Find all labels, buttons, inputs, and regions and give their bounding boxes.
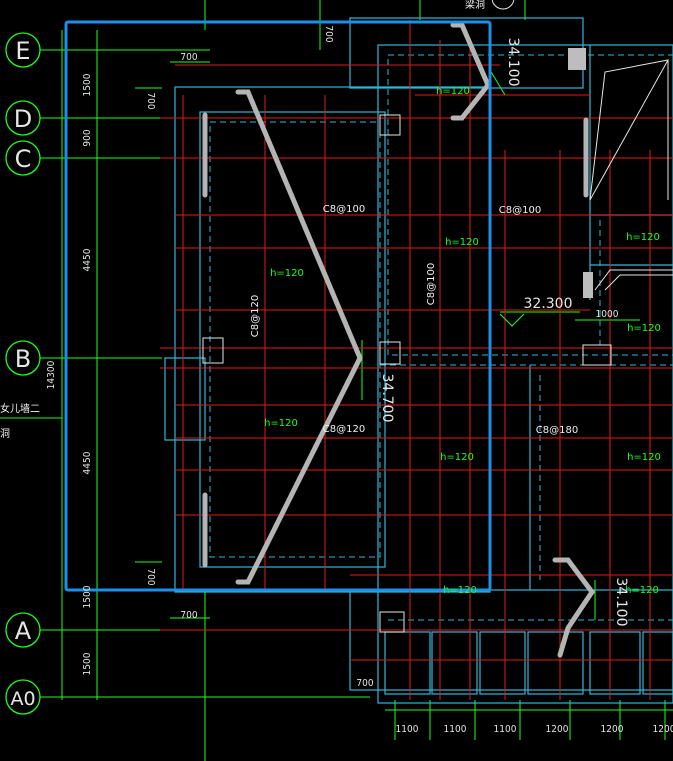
- dim-700-h3: 700: [356, 678, 373, 689]
- elevation-34100-bottom: 34.100: [613, 578, 629, 627]
- dim-700-h1: 700: [180, 52, 197, 63]
- elevation-34100-top: 34.100: [505, 38, 521, 87]
- svg-text:C8@180: C8@180: [536, 425, 578, 436]
- dim-700-h2: 700: [180, 610, 197, 621]
- svg-text:A: A: [15, 617, 32, 645]
- svg-text:E: E: [15, 37, 30, 65]
- axis-bubble-E: E: [5, 32, 41, 68]
- elevation-32300: 32.300: [524, 296, 573, 312]
- svg-text:h=120: h=120: [440, 452, 474, 463]
- svg-text:C8@100: C8@100: [426, 263, 437, 305]
- dim-700-v1: 700: [145, 92, 156, 109]
- dim-14300: 14300: [46, 360, 57, 389]
- svg-text:C8@100: C8@100: [499, 205, 541, 216]
- dim-4450-upper: 4450: [82, 248, 93, 271]
- vertical-dimensions: 1500 900 4450 4450 1500 1500 14300: [46, 73, 93, 675]
- dim-900: 900: [82, 129, 93, 146]
- dim-1000: 1000: [596, 309, 619, 320]
- column-outlines: [202, 59, 673, 633]
- svg-text:h=120: h=120: [443, 585, 477, 596]
- elevation-34700: 34.700: [379, 374, 395, 423]
- axis-bubble-D: D: [5, 100, 41, 136]
- svg-text:1100: 1100: [494, 724, 517, 735]
- svg-text:1200: 1200: [546, 724, 569, 735]
- svg-text:1100: 1100: [396, 724, 419, 735]
- svg-text:1200: 1200: [653, 724, 673, 735]
- axis-bubbles: E D C B A A0: [5, 32, 41, 715]
- selection-box[interactable]: [64, 20, 492, 592]
- slab-thickness-labels: h=120 h=120 h=120 h=120 h=120 h=120 h=12…: [264, 86, 661, 596]
- svg-text:h=120: h=120: [264, 418, 298, 429]
- svg-text:C8@100: C8@100: [323, 204, 365, 215]
- left-notes: 女儿墙二 洞 梁洞: [0, 0, 515, 440]
- dim-700-v3: 700: [323, 25, 334, 42]
- svg-text:C: C: [15, 145, 32, 173]
- svg-text:A0: A0: [10, 688, 35, 710]
- dim-700-group: 700 700 700 700 700 700: [145, 25, 374, 689]
- dim-1500-mid: 1500: [82, 585, 93, 608]
- axis-bubble-A0: A0: [5, 679, 41, 715]
- axis-bubble-C: C: [5, 140, 41, 176]
- svg-text:h=120: h=120: [445, 237, 479, 248]
- svg-text:梁洞: 梁洞: [465, 0, 485, 11]
- svg-text:h=120: h=120: [627, 323, 661, 334]
- dim-4450-lower: 4450: [82, 451, 93, 474]
- svg-text:女儿墙二: 女儿墙二: [0, 402, 40, 415]
- svg-text:h=120: h=120: [627, 452, 661, 463]
- dim-700-v2: 700: [145, 568, 156, 585]
- dim-1500-top: 1500: [82, 73, 93, 96]
- wall-outlines: [164, 17, 673, 704]
- dim-1500-bottom: 1500: [82, 652, 93, 675]
- svg-text:洞: 洞: [0, 428, 10, 440]
- rebar-labels: C8@100 C8@100 C8@100 C8@120 C8@120 C8@18…: [250, 204, 578, 436]
- axis-bubble-B: B: [5, 340, 41, 376]
- svg-text:C8@120: C8@120: [250, 295, 261, 337]
- beam-lines: [160, 20, 673, 700]
- svg-text:1200: 1200: [601, 724, 624, 735]
- elevation-labels: 34.100 34.700 34.100 32.300 1000: [379, 38, 629, 627]
- svg-text:D: D: [14, 105, 32, 133]
- svg-text:h=120: h=120: [626, 232, 660, 243]
- bottom-dimensions: 1100 1100 1100 1200 1200 1200: [396, 724, 673, 735]
- svg-text:h=120: h=120: [436, 86, 470, 97]
- slab-edges-dashed: [209, 54, 673, 621]
- svg-text:B: B: [15, 345, 31, 373]
- svg-text:C8@120: C8@120: [323, 424, 365, 435]
- svg-text:h=120: h=120: [270, 268, 304, 279]
- columns: [568, 48, 593, 298]
- axis-bubble-A: A: [5, 612, 41, 648]
- elevation-marker: [499, 313, 525, 327]
- parapet-slope-lines: [202, 22, 596, 658]
- svg-text:1100: 1100: [444, 724, 467, 735]
- svg-text:h=120: h=120: [625, 585, 659, 596]
